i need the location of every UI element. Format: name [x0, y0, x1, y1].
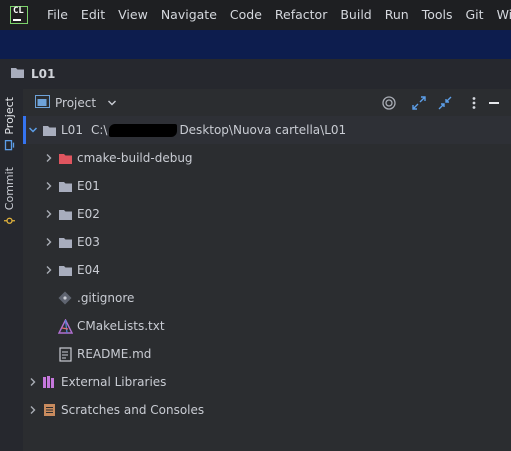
- tree-item-label: E02: [77, 207, 100, 221]
- folder-icon: [57, 178, 73, 194]
- options-menu-icon[interactable]: [471, 96, 477, 113]
- tab-project-label: Project: [3, 97, 16, 135]
- tree-item-label: CMakeLists.txt: [77, 319, 165, 333]
- folder-icon: [41, 122, 57, 138]
- tree-row-root[interactable]: L01 C:\ Desktop\Nuova cartella\L01: [23, 116, 511, 144]
- tree-row-e04[interactable]: E04: [23, 256, 511, 284]
- tree-row-e02[interactable]: E02: [23, 200, 511, 228]
- tree-row-cmake-build-debug[interactable]: cmake-build-debug: [23, 144, 511, 172]
- tree-item-label: External Libraries: [61, 375, 167, 389]
- excluded-folder-icon: [57, 150, 73, 166]
- tree-row-e01[interactable]: E01: [23, 172, 511, 200]
- chevron-right-icon[interactable]: [27, 376, 39, 388]
- redacted-path-segment: [109, 124, 178, 137]
- tree-item-label: README.md: [77, 347, 152, 361]
- root-folder-name: L01: [61, 123, 83, 137]
- menu-navigate[interactable]: Navigate: [160, 7, 217, 22]
- tree-item-label: .gitignore: [77, 291, 135, 305]
- tool-window-actions: [381, 95, 501, 114]
- gitignore-file-icon: [57, 290, 73, 306]
- tree-item-label: cmake-build-debug: [77, 151, 193, 165]
- menu-bar: CL File Edit View Navigate Code Refactor…: [0, 0, 511, 30]
- menu-file[interactable]: File: [47, 7, 68, 22]
- tree-row-gitignore[interactable]: .gitignore: [23, 284, 511, 312]
- tree-row-e03[interactable]: E03: [23, 228, 511, 256]
- chevron-down-icon: [107, 96, 117, 110]
- folder-icon: [10, 66, 25, 82]
- tree-item-label: Scratches and Consoles: [61, 403, 205, 417]
- selection-marker: [23, 116, 26, 144]
- chevron-right-icon[interactable]: [43, 236, 55, 248]
- collapse-all-icon[interactable]: [437, 95, 453, 114]
- folder-icon: [57, 234, 73, 250]
- logo-text: CL: [13, 6, 24, 16]
- hide-icon[interactable]: [487, 96, 501, 113]
- project-view-selector[interactable]: Project: [35, 95, 117, 111]
- tab-project[interactable]: Project: [3, 97, 16, 151]
- chevron-right-icon[interactable]: [43, 264, 55, 276]
- main-menu: File Edit View Navigate Code Refactor Bu…: [47, 7, 511, 22]
- clion-logo-icon[interactable]: CL: [10, 6, 28, 24]
- chevron-down-icon[interactable]: [27, 124, 39, 136]
- tree-row-scratches[interactable]: Scratches and Consoles: [23, 396, 511, 424]
- monitor-icon: [3, 139, 16, 151]
- chevron-right-icon[interactable]: [43, 180, 55, 192]
- menu-tools[interactable]: Tools: [421, 7, 453, 22]
- root-folder-path: C:\ Desktop\Nuova cartella\L01: [91, 123, 346, 137]
- tree-item-label: E03: [77, 235, 100, 249]
- navigation-bar: [0, 30, 511, 59]
- chevron-right-icon[interactable]: [43, 208, 55, 220]
- markdown-file-icon: [57, 346, 73, 362]
- folder-icon: [57, 206, 73, 222]
- breadcrumb[interactable]: L01: [10, 66, 55, 82]
- tree-row-cmakelists[interactable]: CMakeLists.txt: [23, 312, 511, 340]
- menu-edit[interactable]: Edit: [80, 7, 106, 22]
- expand-all-icon[interactable]: [411, 95, 427, 114]
- folder-icon: [57, 262, 73, 278]
- tool-window-header: Project: [23, 89, 511, 117]
- project-view-icon: [35, 95, 50, 111]
- menu-view[interactable]: View: [118, 7, 148, 22]
- left-tool-strip: Project Commit: [0, 89, 24, 451]
- menu-window[interactable]: Wind: [496, 7, 511, 22]
- breadcrumb-strip: [0, 59, 511, 89]
- scratches-icon: [41, 402, 57, 418]
- tab-commit[interactable]: Commit: [3, 167, 16, 226]
- tree-item-label: E01: [77, 179, 100, 193]
- menu-run[interactable]: Run: [384, 7, 409, 22]
- chevron-right-icon[interactable]: [43, 152, 55, 164]
- project-tool-window: Project: [23, 89, 511, 451]
- select-opened-file-icon[interactable]: [381, 95, 397, 114]
- tree-item-label: E04: [77, 263, 100, 277]
- project-view-label: Project: [55, 96, 97, 110]
- tab-commit-label: Commit: [3, 167, 16, 211]
- chevron-right-icon[interactable]: [27, 404, 39, 416]
- path-prefix: C:\: [90, 123, 108, 137]
- menu-refactor[interactable]: Refactor: [274, 7, 328, 22]
- menu-build[interactable]: Build: [340, 7, 372, 22]
- library-icon: [41, 374, 57, 390]
- tree-row-readme[interactable]: README.md: [23, 340, 511, 368]
- cmake-file-icon: [57, 318, 73, 334]
- path-suffix: Desktop\Nuova cartella\L01: [179, 123, 347, 137]
- breadcrumb-project-label: L01: [31, 67, 56, 81]
- commit-icon: [3, 215, 16, 226]
- tree-row-external-libraries[interactable]: External Libraries: [23, 368, 511, 396]
- menu-git[interactable]: Git: [465, 7, 484, 22]
- menu-code[interactable]: Code: [229, 7, 262, 22]
